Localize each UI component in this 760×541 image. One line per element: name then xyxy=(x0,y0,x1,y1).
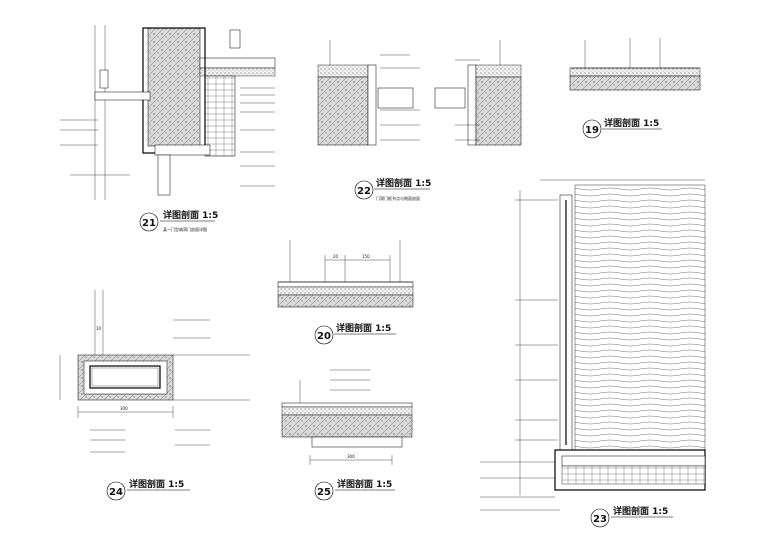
detail-25-dim-width: 300 xyxy=(347,454,355,459)
detail-25-marker xyxy=(314,481,334,501)
detail-23: 23 详图剖面 1:5 xyxy=(480,179,706,528)
detail-22-number: 22 xyxy=(357,186,371,197)
detail-22-title: 详图剖面 1:5 xyxy=(376,177,431,189)
detail-24-dim-width: 300 xyxy=(120,406,128,411)
detail-21-title: 详图剖面 1:5 xyxy=(163,209,218,221)
detail-25: 300 25 详图剖面 1:5 xyxy=(281,369,413,501)
detail-22: 22 详图剖面 1:5 门洞门框节点与侧面剖面 xyxy=(317,40,522,201)
detail-24-title: 详图剖面 1:5 xyxy=(129,478,184,490)
detail-20-marker xyxy=(314,325,334,345)
detail-20: 20 150 20 详图剖面 1:5 xyxy=(277,240,414,345)
detail-23-number: 23 xyxy=(593,514,607,525)
detail-25-number: 25 xyxy=(317,487,331,498)
detail-19-title: 详图剖面 1:5 xyxy=(604,117,659,129)
detail-21: 21 详图剖面 1:5 某一门型暗洞门剖面详图 xyxy=(60,25,276,232)
detail-19-number: 19 xyxy=(585,125,599,136)
detail-20-dim-a: 20 xyxy=(333,254,339,259)
detail-23-title: 详图剖面 1:5 xyxy=(613,505,668,517)
detail-20-title: 详图剖面 1:5 xyxy=(336,322,391,334)
detail-20-number: 20 xyxy=(317,331,331,342)
detail-24: 300 10 24 详图剖面 1:5 xyxy=(59,290,250,501)
detail-21-marker xyxy=(139,212,159,232)
detail-23-marker xyxy=(590,508,610,528)
detail-19: 19 详图剖面 1:5 xyxy=(569,38,701,139)
detail-19-marker xyxy=(582,119,602,139)
detail-21-subtitle: 某一门型暗洞门剖面详图 xyxy=(163,226,207,232)
detail-22-marker xyxy=(354,180,374,200)
detail-24-marker xyxy=(106,481,126,501)
detail-21-number: 21 xyxy=(142,218,156,229)
detail-24-number: 24 xyxy=(109,487,123,498)
detail-22-subtitle: 门洞门框节点与侧面剖面 xyxy=(376,195,420,201)
detail-20-dim-b: 150 xyxy=(362,254,370,259)
detail-24-dim-h: 10 xyxy=(96,326,102,331)
detail-25-title: 详图剖面 1:5 xyxy=(337,478,392,490)
